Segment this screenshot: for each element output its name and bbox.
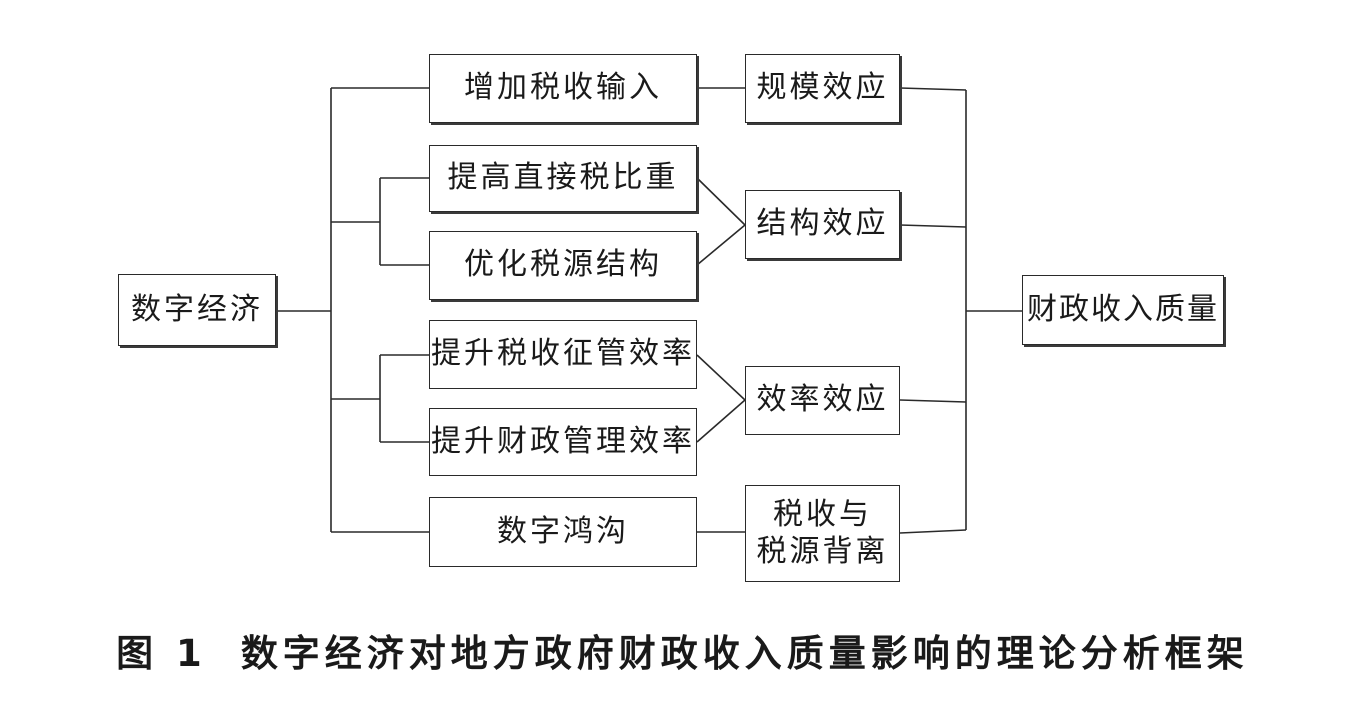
connector-effect-3 [899, 399, 967, 403]
connector-structure-effect-lower [696, 224, 746, 266]
channel-node-label: 数字鸿沟 [497, 513, 629, 549]
channel-node-6: 数字鸿沟 [429, 497, 697, 567]
root-node: 数字经济 [118, 274, 276, 346]
effect-node-label: 效率效应 [756, 382, 889, 418]
target-node: 财政收入质量 [1022, 275, 1224, 345]
effect-node-divergence: 税收与 税源背离 [745, 485, 900, 582]
root-node-label: 数字经济 [131, 291, 263, 327]
effect-node-scale: 规模效应 [745, 54, 900, 123]
channel-node-label: 提升财政管理效率 [431, 423, 695, 459]
connector-effect-2 [899, 224, 967, 228]
channel-node-5: 提升财政管理效率 [429, 408, 697, 476]
connector-efficiency-effect-upper [696, 354, 746, 401]
channel-node-label: 提高直接税比重 [447, 160, 679, 196]
channel-node-label: 增加税收输入 [464, 70, 662, 106]
connector-efficiency-effect-lower [696, 399, 746, 443]
effect-node-label-line2: 税源背离 [756, 533, 889, 569]
channel-node-2: 提高直接税比重 [429, 145, 697, 212]
connector-effect-1 [899, 87, 967, 91]
figure-title: 数字经济对地方政府财政收入质量影响的理论分析框架 [240, 632, 1249, 675]
channel-node-label: 提升税收征管效率 [431, 336, 695, 372]
channel-node-label: 优化税源结构 [464, 247, 662, 283]
channel-node-3: 优化税源结构 [429, 231, 697, 300]
channel-node-1: 增加税收输入 [429, 54, 697, 123]
effect-node-label: 结构效应 [756, 206, 889, 242]
figure-label: 图 1 [116, 632, 207, 675]
channel-node-4: 提升税收征管效率 [429, 320, 697, 389]
effect-node-label-line1: 税收与 [773, 496, 872, 532]
target-node-label: 财政收入质量 [1027, 291, 1219, 327]
effect-node-label: 规模效应 [756, 70, 889, 106]
connector-structure-effect-upper [696, 177, 746, 226]
effect-node-structure: 结构效应 [745, 190, 900, 259]
effect-node-efficiency: 效率效应 [745, 366, 900, 435]
figure-caption: 图 1 数字经济对地方政府财政收入质量影响的理论分析框架 [0, 620, 1365, 680]
connector-effect-4 [899, 529, 967, 534]
